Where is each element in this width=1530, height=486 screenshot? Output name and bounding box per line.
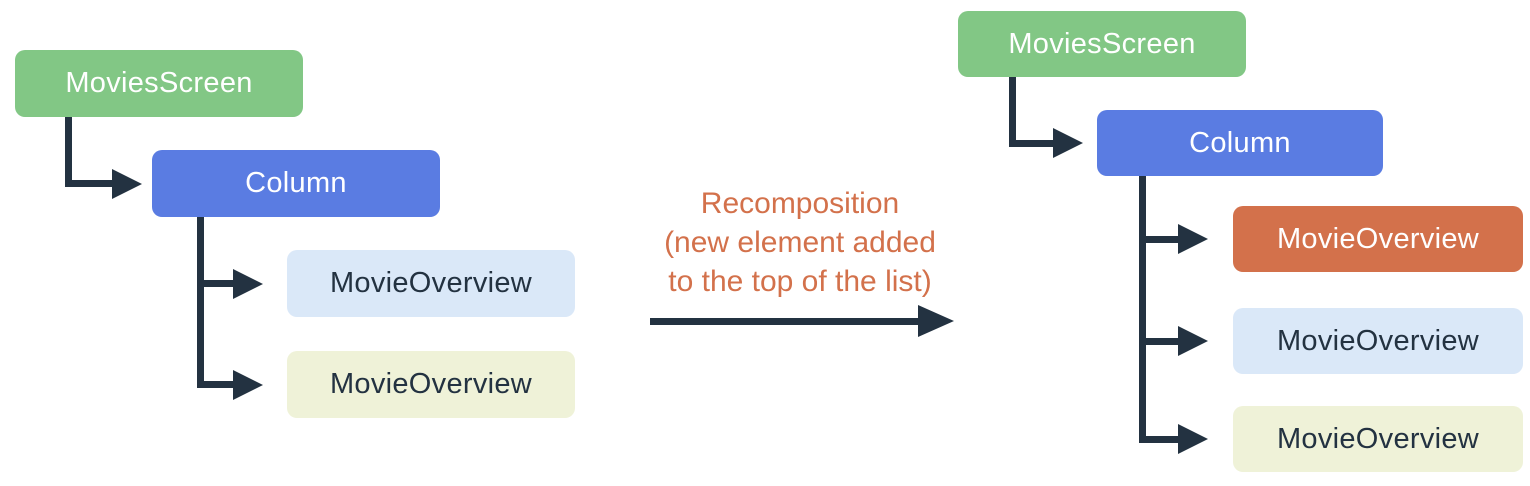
connector-vertical [1009,77,1016,147]
arrowhead-icon [233,370,263,400]
node-movieoverview-2: MovieOverview [1233,406,1523,472]
recomposition-label-line-1: Recomposition [700,187,900,220]
connector-horizontal [1009,140,1053,147]
connector-horizontal [1139,436,1178,443]
connector-vertical [1139,176,1146,443]
recomposition-label-line-2: (new element added [664,226,936,259]
node-column: Column [1097,110,1383,176]
node-movieoverview-2: MovieOverview [287,351,575,418]
node-movieoverview-new: MovieOverview [1233,206,1523,272]
recomposition-arrowhead-icon [918,305,954,337]
connector-horizontal [197,280,233,287]
arrowhead-icon [1178,224,1208,254]
arrowhead-icon [112,169,142,199]
connector-horizontal [1139,338,1178,345]
connector-horizontal [1139,236,1178,243]
node-movieoverview-1: MovieOverview [287,250,575,317]
arrowhead-icon [1178,326,1208,356]
node-moviesscreen: MoviesScreen [958,11,1246,77]
recomposition-arrow-shaft [650,318,918,325]
connector-vertical [65,117,72,187]
arrowhead-icon [1053,128,1083,158]
recomposition-label: Recomposition (new element added to the … [615,184,985,301]
node-moviesscreen: MoviesScreen [15,50,303,117]
arrowhead-icon [1178,424,1208,454]
node-column: Column [152,150,440,217]
recomposition-label-line-3: to the top of the list) [668,265,932,298]
arrowhead-icon [233,269,263,299]
connector-vertical [197,217,204,388]
connector-horizontal [65,180,112,187]
connector-horizontal [197,381,233,388]
node-movieoverview-1: MovieOverview [1233,308,1523,374]
